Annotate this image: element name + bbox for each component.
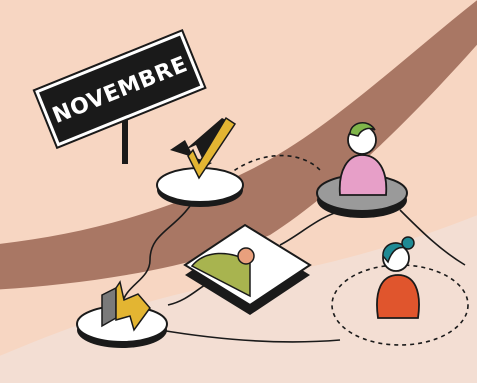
illustration-canvas: NOVEMBRE xyxy=(0,0,477,383)
workflow-illustration: NOVEMBRE xyxy=(0,0,477,383)
